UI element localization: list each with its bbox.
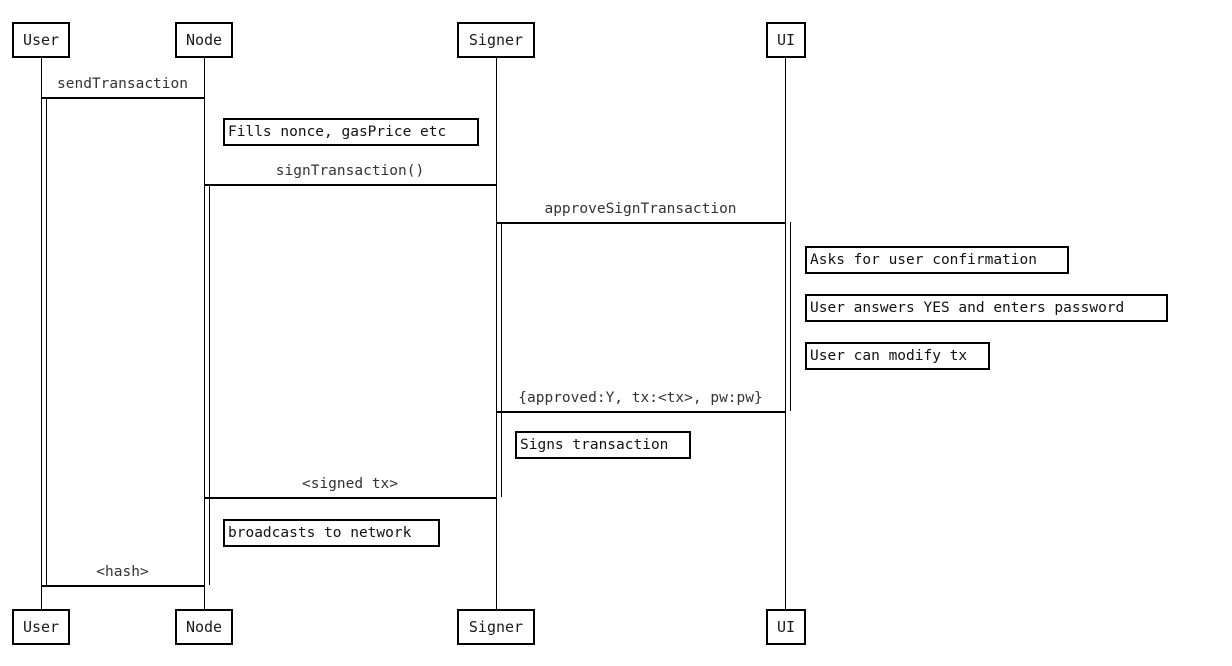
- message-label-approval-response: {approved:Y, tx:<tx>, pw:pw}: [518, 390, 763, 406]
- message-label-sendtransaction: sendTransaction: [57, 76, 188, 92]
- participant-footer-signer[interactable]: Signer: [457, 609, 535, 645]
- lifeline-ui: [785, 58, 786, 609]
- note-signs-transaction: Signs transaction: [515, 431, 691, 459]
- participant-header-user[interactable]: User: [12, 22, 70, 58]
- message-line-approval-response: [496, 411, 785, 413]
- note-user-can-modify-tx: User can modify tx: [805, 342, 990, 370]
- note-user-answers-yes: User answers YES and enters password: [805, 294, 1168, 322]
- activation-user: [46, 97, 47, 585]
- participant-footer-ui[interactable]: UI: [766, 609, 806, 645]
- message-label-hash: <hash>: [96, 564, 149, 580]
- message-label-approvesigntransaction: approveSignTransaction: [544, 201, 737, 217]
- message-line-signed-tx: [204, 497, 496, 499]
- activation-ui: [790, 222, 791, 411]
- activation-node: [209, 184, 210, 585]
- message-line-approvesigntransaction: [496, 222, 785, 224]
- participant-footer-node[interactable]: Node: [175, 609, 233, 645]
- activation-signer: [501, 222, 502, 497]
- message-line-hash: [41, 585, 204, 587]
- participant-header-ui[interactable]: UI: [766, 22, 806, 58]
- note-asks-for-user-confirmation: Asks for user confirmation: [805, 246, 1069, 274]
- participant-header-signer[interactable]: Signer: [457, 22, 535, 58]
- message-label-signtransaction: signTransaction(): [275, 163, 425, 179]
- lifeline-node: [204, 58, 205, 609]
- participant-header-node[interactable]: Node: [175, 22, 233, 58]
- note-broadcasts-to-network: broadcasts to network: [223, 519, 440, 547]
- participant-footer-user[interactable]: User: [12, 609, 70, 645]
- message-line-signtransaction: [204, 184, 496, 186]
- note-fills-nonce-gasprice: Fills nonce, gasPrice etc: [223, 118, 479, 146]
- message-label-signed-tx: <signed tx>: [301, 476, 399, 492]
- lifeline-user: [41, 58, 42, 609]
- lifeline-signer: [496, 58, 497, 609]
- message-line-sendtransaction: [41, 97, 204, 99]
